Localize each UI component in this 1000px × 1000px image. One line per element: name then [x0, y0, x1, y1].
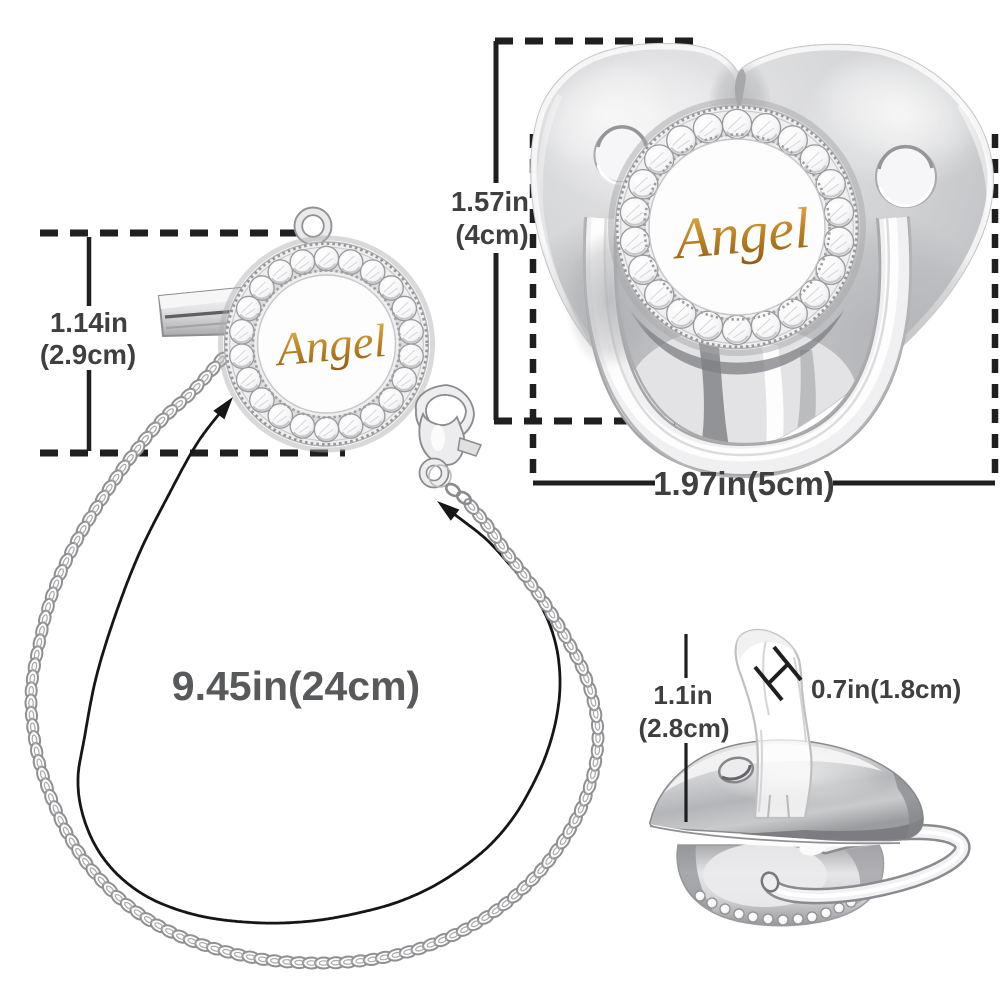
svg-text:Angel: Angel	[668, 195, 812, 272]
svg-text:9.45in(24cm): 9.45in(24cm)	[172, 663, 420, 709]
svg-text:1.97in(5cm): 1.97in(5cm)	[653, 465, 835, 502]
svg-text:1.1in: 1.1in	[653, 680, 712, 710]
svg-text:(2.9cm): (2.9cm)	[40, 339, 136, 370]
svg-text:0.7in(1.8cm): 0.7in(1.8cm)	[811, 674, 961, 704]
svg-text:1.14in: 1.14in	[50, 307, 128, 338]
svg-text:Angel: Angel	[272, 315, 389, 377]
svg-text:(4cm): (4cm)	[455, 219, 528, 250]
svg-text:(2.8cm): (2.8cm)	[638, 713, 729, 743]
svg-text:1.57in: 1.57in	[451, 186, 529, 217]
